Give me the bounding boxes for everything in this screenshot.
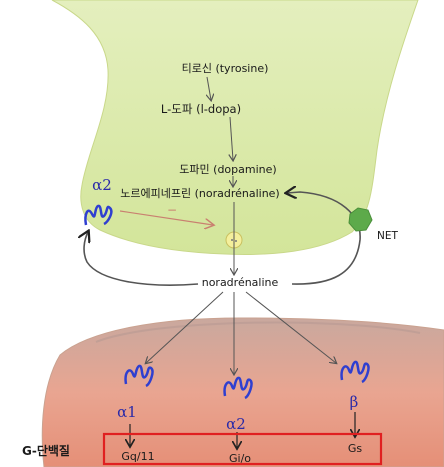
- gprotein-box-label: G-단백질: [22, 443, 70, 458]
- presynaptic-alpha2-label: α2: [92, 176, 112, 194]
- presynaptic-terminal: [51, 0, 419, 255]
- alpha1-receptor-icon: [124, 364, 154, 388]
- net-label: NET: [377, 230, 398, 242]
- pathway-step-ldopa: L-도파 (l-dopa): [161, 102, 241, 116]
- beta-label: β: [350, 393, 359, 411]
- reuptake-arrow: [287, 192, 361, 285]
- net-transporter: [348, 207, 373, 232]
- cleft-noradrenaline-label: noradrénaline: [202, 276, 279, 289]
- inhibition-sign: −: [167, 203, 177, 217]
- pathway-step-dopamine: 도파민 (dopamine): [179, 163, 276, 176]
- vesicle-dot: [235, 240, 237, 242]
- gs-label: Gs: [348, 442, 363, 455]
- beta-receptor-icon: [340, 360, 370, 384]
- alpha2-label: α2: [226, 415, 246, 433]
- arrow-tyrosine-to-ldopa: [207, 76, 211, 100]
- pathway-step-tyrosine: 티로신 (tyrosine): [182, 62, 269, 75]
- alpha1-label: α1: [117, 403, 137, 421]
- gio-label: Gi/o: [229, 452, 251, 465]
- pathway-step-noradrenaline: 노르에피네프린 (noradrénaline): [120, 187, 279, 200]
- autoreceptor-feedback-arrow: [84, 232, 199, 286]
- arrow-ldopa-to-dopamine: [230, 116, 233, 160]
- presynaptic-alpha2-receptor-icon: [84, 204, 113, 226]
- alpha2-receptor-icon: [223, 376, 253, 400]
- gprotein-box: [102, 432, 383, 466]
- vesicle-dot: [231, 239, 233, 241]
- arrow-to-beta: [245, 291, 336, 363]
- inhibition-arrow: [119, 210, 213, 225]
- gq11-label: Gq/11: [121, 450, 154, 463]
- postsynaptic-cell: [41, 317, 444, 467]
- arrow-to-alpha1: [146, 291, 224, 363]
- postsynaptic-rim: [95, 321, 421, 343]
